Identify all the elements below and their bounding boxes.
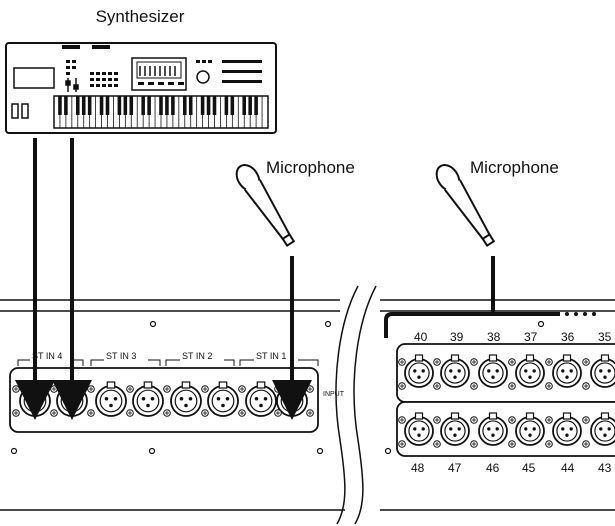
input-label: INPUT	[323, 391, 345, 398]
st-in-xlr-jack-6[interactable]	[207, 381, 239, 417]
input-xlr-top-1[interactable]	[404, 354, 434, 388]
input-number-43: 43	[598, 461, 612, 475]
cables	[15, 138, 495, 420]
st-in-1-label: ST IN 1	[256, 351, 286, 361]
console-panel	[0, 285, 615, 525]
input-xlr-bottom-1[interactable]	[404, 412, 434, 446]
input-xlr-bottom-2[interactable]	[440, 412, 470, 446]
microphone-2-label: Microphone	[470, 158, 559, 177]
input-number-48: 48	[411, 461, 425, 475]
input-number-36: 36	[561, 330, 575, 344]
input-xlr-bottom-5[interactable]	[552, 412, 582, 446]
input-xlr-top-4[interactable]	[515, 354, 545, 388]
numbered-input-panel: 40 39 38 37 36 35 48 47 46 45 44 43	[384, 312, 615, 475]
input-number-45: 45	[522, 461, 536, 475]
st-in-3-label: ST IN 3	[106, 351, 136, 361]
input-number-35: 35	[598, 330, 612, 344]
synthesizer: Synthesizer	[5, 7, 277, 134]
input-number-47: 47	[448, 461, 462, 475]
input-xlr-top-3[interactable]	[478, 354, 508, 388]
st-in-2-label: ST IN 2	[182, 351, 212, 361]
microphone-2: Microphone	[435, 158, 559, 247]
synth-keyboard	[53, 95, 269, 129]
st-in-xlr-jack-3[interactable]	[95, 381, 127, 417]
input-xlr-bottom-6[interactable]	[590, 412, 615, 446]
input-number-46: 46	[486, 461, 500, 475]
input-xlr-bottom-4[interactable]	[515, 412, 545, 446]
st-in-xlr-jack-5[interactable]	[170, 381, 202, 417]
st-in-4-label: ST IN 4	[32, 351, 62, 361]
input-number-37: 37	[524, 330, 538, 344]
input-xlr-top-6[interactable]	[590, 354, 615, 388]
input-xlr-top-2[interactable]	[440, 354, 470, 388]
st-in-xlr-jack-7[interactable]	[245, 381, 277, 417]
microphone-1-label: Microphone	[266, 158, 355, 177]
input-number-38: 38	[487, 330, 501, 344]
input-number-40: 40	[414, 330, 428, 344]
st-in-panel: ST IN 4 ST IN 3 ST IN 2 ST IN 1 R L R L …	[9, 348, 345, 433]
input-xlr-top-5[interactable]	[552, 354, 582, 388]
input-number-44: 44	[561, 461, 575, 475]
input-number-39: 39	[450, 330, 464, 344]
st-in-xlr-jack-4[interactable]	[132, 381, 164, 417]
microphone-1: Microphone	[235, 158, 355, 247]
input-xlr-bottom-3[interactable]	[478, 412, 508, 446]
synthesizer-label: Synthesizer	[96, 7, 185, 26]
